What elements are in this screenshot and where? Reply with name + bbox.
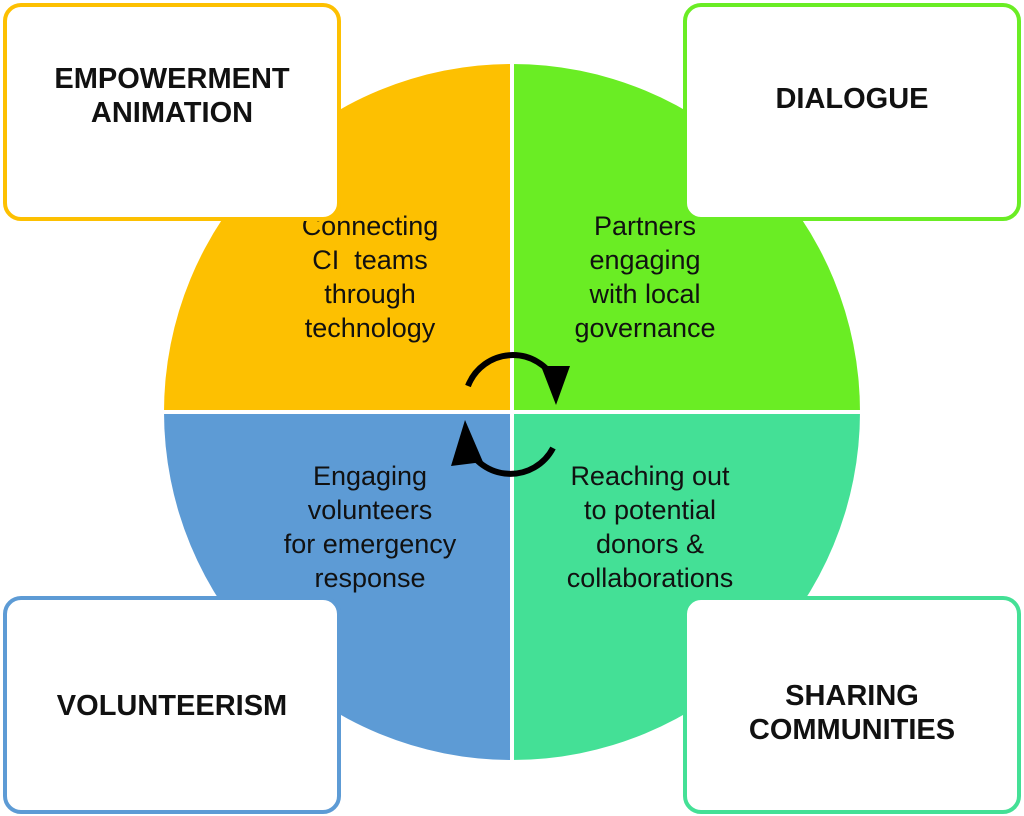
label-line: VOLUNTEERISM <box>56 690 288 722</box>
text-line: collaborations <box>566 563 734 593</box>
quadrant-sharing <box>512 412 860 760</box>
text-line: governance <box>574 313 716 343</box>
quadrant-dialogue <box>512 64 860 412</box>
text-line: Partners <box>593 211 697 241</box>
text-line: Engaging <box>312 461 428 491</box>
text-line: through <box>324 279 416 309</box>
quadrant-volunteerism <box>164 412 512 760</box>
text-line: engaging <box>589 245 701 275</box>
text-line: for emergency <box>283 529 457 559</box>
quadrant-text-dialogue: Partners engaging with local governance <box>515 209 775 345</box>
text-line: to potential <box>583 495 717 525</box>
corner-label: SHARING COMMUNITIES <box>749 679 955 747</box>
corner-label: DIALOGUE <box>775 82 928 116</box>
text-line: CI teams <box>312 245 428 275</box>
corner-box-empowerment: EMPOWERMENT ANIMATION <box>3 3 341 221</box>
text-line: technology <box>304 313 436 343</box>
corner-label: VOLUNTEERISM <box>57 689 287 723</box>
text-line: with local <box>589 279 701 309</box>
label-line: DIALOGUE <box>775 83 929 115</box>
text-line: volunteers <box>307 495 433 525</box>
corner-box-volunteerism: VOLUNTEERISM <box>3 596 341 814</box>
quadrant-text-empowerment: Connecting CI teams through technology <box>240 209 500 345</box>
text-line: response <box>314 563 426 593</box>
quadrant-text-sharing: Reaching out to potential donors & colla… <box>520 459 780 595</box>
arrow-top-head <box>541 366 570 405</box>
circular-arrows-icon <box>451 352 570 477</box>
corner-label: EMPOWERMENT ANIMATION <box>54 62 289 130</box>
quadrant-empowerment <box>164 64 512 412</box>
corner-box-sharing: SHARING COMMUNITIES <box>683 596 1021 814</box>
quadrant-text-volunteerism: Engaging volunteers for emergency respon… <box>240 459 500 595</box>
text-line: donors & <box>595 529 705 559</box>
arrow-bottom-head <box>451 420 483 466</box>
label-line: EMPOWERMENT <box>54 63 290 95</box>
label-line: ANIMATION <box>90 97 254 129</box>
label-line: SHARING <box>785 680 919 712</box>
text-line: Reaching out <box>570 461 730 491</box>
corner-box-dialogue: DIALOGUE <box>683 3 1021 221</box>
label-line: COMMUNITIES <box>748 714 956 746</box>
